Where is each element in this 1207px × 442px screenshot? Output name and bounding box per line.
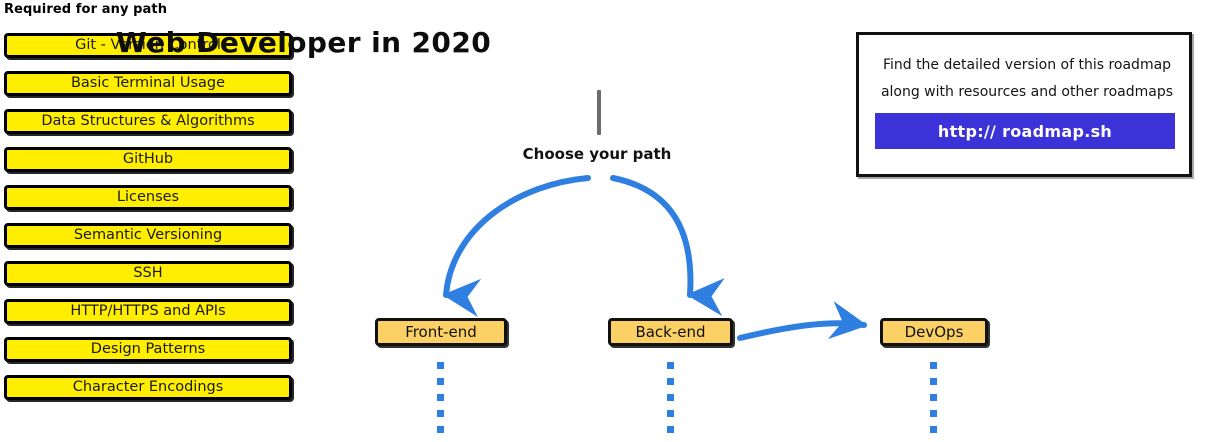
roadmap-url-label: http:// roadmap.sh xyxy=(937,121,1113,141)
dot xyxy=(667,362,674,369)
required-topic-item[interactable]: Basic Terminal Usage xyxy=(4,71,292,96)
required-topic-label: GitHub xyxy=(122,151,174,168)
dot xyxy=(437,362,444,369)
path-box-label: DevOps xyxy=(904,322,964,341)
dot xyxy=(930,394,937,401)
dot xyxy=(930,362,937,369)
dot xyxy=(437,426,444,433)
roadmap-url-button[interactable]: http:// roadmap.sh xyxy=(875,113,1175,149)
path-box-frontend[interactable]: Front-end xyxy=(375,318,507,346)
required-topic-item[interactable]: GitHub xyxy=(4,147,292,172)
required-section-header: Required for any path xyxy=(4,2,168,17)
required-topic-label: Semantic Versioning xyxy=(73,227,223,244)
required-topic-list: Git - Version Control Basic Terminal Usa… xyxy=(4,33,292,413)
required-topic-item[interactable]: Semantic Versioning xyxy=(4,223,292,248)
required-topic-label: Basic Terminal Usage xyxy=(70,75,226,92)
info-card-line-1: Find the detailed version of this roadma… xyxy=(882,57,1172,73)
required-topic-item[interactable]: Design Patterns xyxy=(4,337,292,362)
dot xyxy=(667,394,674,401)
dots-continuation-backend xyxy=(667,362,674,442)
dots-continuation-devops xyxy=(930,362,937,442)
required-topic-label: Licenses xyxy=(116,189,180,206)
required-topic-label: HTTP/HTTPS and APIs xyxy=(70,303,226,320)
dot xyxy=(437,394,444,401)
required-topic-label: Character Encodings xyxy=(72,379,224,396)
dot xyxy=(667,410,674,417)
required-topic-item[interactable]: Data Structures & Algorithms xyxy=(4,109,292,134)
dot xyxy=(437,410,444,417)
path-box-label: Back-end xyxy=(635,322,706,341)
roadmap-info-card: Find the detailed version of this roadma… xyxy=(856,32,1192,177)
required-topic-item[interactable]: SSH xyxy=(4,261,292,286)
root-stem-line xyxy=(597,90,601,135)
dot xyxy=(930,426,937,433)
dot xyxy=(437,378,444,385)
required-topic-label: SSH xyxy=(133,265,163,282)
path-box-devops[interactable]: DevOps xyxy=(880,318,988,346)
required-topic-label: Git - Version Control xyxy=(75,37,221,54)
required-topic-label: Data Structures & Algorithms xyxy=(41,113,255,130)
path-box-label: Front-end xyxy=(405,322,477,341)
required-topic-label: Design Patterns xyxy=(90,341,206,358)
dot xyxy=(930,378,937,385)
info-card-line-2: along with resources and other roadmaps xyxy=(880,84,1174,100)
arrow-to-frontend xyxy=(442,175,591,318)
required-topic-item[interactable]: HTTP/HTTPS and APIs xyxy=(4,299,292,324)
dot xyxy=(930,410,937,417)
choose-your-path-label: Choose your path xyxy=(522,145,672,163)
dot xyxy=(667,378,674,385)
required-topic-item[interactable]: Character Encodings xyxy=(4,375,292,400)
dot xyxy=(667,426,674,433)
required-topic-item[interactable]: Licenses xyxy=(4,185,292,210)
arrow-backend-to-devops xyxy=(737,301,868,341)
arrow-to-backend xyxy=(610,175,725,317)
required-topic-item[interactable]: Git - Version Control xyxy=(4,33,292,58)
dots-continuation-frontend xyxy=(437,362,444,442)
path-box-backend[interactable]: Back-end xyxy=(608,318,733,346)
